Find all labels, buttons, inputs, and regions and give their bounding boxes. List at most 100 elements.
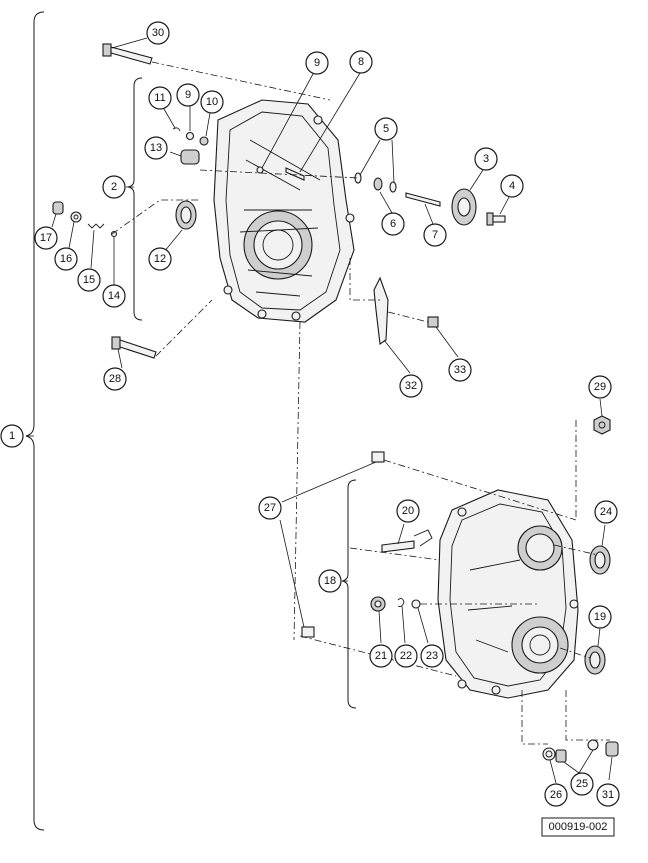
callout-label: 14 bbox=[108, 290, 120, 302]
callout-1: 1 bbox=[0, 424, 24, 448]
callout-3: 3 bbox=[474, 147, 498, 171]
dowel-27-top bbox=[371, 451, 385, 463]
callout-28: 28 bbox=[103, 367, 127, 391]
callout-label: 32 bbox=[405, 380, 417, 392]
callout-9a: 9 bbox=[305, 51, 329, 75]
callout-29: 29 bbox=[588, 375, 612, 399]
callout-10: 10 bbox=[200, 90, 224, 114]
callout-8: 8 bbox=[349, 50, 373, 74]
callout-20: 20 bbox=[396, 499, 420, 523]
figure-id: 000919-002 bbox=[541, 817, 615, 837]
callout-33: 33 bbox=[448, 358, 472, 382]
callout-label: 20 bbox=[402, 505, 414, 517]
seal-21 bbox=[370, 596, 386, 612]
callout-label: 27 bbox=[264, 502, 276, 514]
callout-label: 19 bbox=[594, 611, 606, 623]
plug-13 bbox=[180, 149, 200, 165]
callout-23: 23 bbox=[420, 644, 444, 668]
ring-9 bbox=[185, 131, 264, 174]
bracket-32 bbox=[373, 276, 389, 345]
pin-8 bbox=[285, 167, 305, 181]
callout-26: 26 bbox=[544, 783, 568, 807]
callout-18: 18 bbox=[318, 569, 342, 593]
bolt-28 bbox=[111, 336, 157, 359]
leader-lines bbox=[26, 37, 613, 784]
brace-assembly-18 bbox=[341, 479, 357, 709]
callout-30: 30 bbox=[146, 21, 170, 45]
callout-label: 7 bbox=[432, 229, 438, 241]
callout-5: 5 bbox=[374, 117, 398, 141]
washer-16 bbox=[70, 211, 82, 223]
callout-22: 22 bbox=[394, 644, 418, 668]
callout-label: 18 bbox=[324, 575, 336, 587]
gear-3 bbox=[451, 188, 477, 226]
callout-label: 26 bbox=[550, 789, 562, 801]
callout-17: 17 bbox=[34, 226, 58, 250]
shaft-20 bbox=[381, 529, 433, 553]
callout-32: 32 bbox=[399, 374, 423, 398]
seal-12 bbox=[175, 200, 197, 230]
callout-13: 13 bbox=[144, 136, 168, 160]
callout-6: 6 bbox=[381, 212, 405, 236]
callout-label: 24 bbox=[600, 506, 612, 518]
seal-19 bbox=[584, 645, 606, 675]
callout-7: 7 bbox=[423, 223, 447, 247]
callout-label: 9 bbox=[314, 57, 320, 69]
callout-label: 16 bbox=[60, 253, 72, 265]
ball-14 bbox=[110, 230, 118, 238]
callout-label: 17 bbox=[40, 232, 52, 244]
callout-label: 5 bbox=[383, 123, 389, 135]
callout-15: 15 bbox=[77, 268, 101, 292]
figure-id-text: 000919-002 bbox=[549, 821, 608, 833]
callout-label: 25 bbox=[576, 778, 588, 790]
bolt-4 bbox=[486, 212, 506, 226]
washers-5-6 bbox=[354, 172, 397, 193]
seal-24 bbox=[589, 545, 611, 575]
callout-label: 30 bbox=[152, 27, 164, 39]
callout-label: 15 bbox=[83, 274, 95, 286]
callout-19: 19 bbox=[588, 605, 612, 629]
callout-label: 3 bbox=[483, 153, 489, 165]
washer-26 bbox=[542, 747, 556, 761]
plug-17 bbox=[52, 201, 64, 215]
washer-10 bbox=[199, 136, 209, 146]
callout-11: 11 bbox=[148, 86, 172, 110]
callout-label: 8 bbox=[358, 56, 364, 68]
plug-25 bbox=[555, 749, 567, 763]
dowel-27-bottom bbox=[301, 626, 315, 638]
callout-21: 21 bbox=[369, 644, 393, 668]
upper-housing bbox=[213, 99, 355, 323]
lower-housing bbox=[437, 489, 579, 699]
callout-label: 21 bbox=[375, 650, 387, 662]
clip-11 bbox=[172, 127, 181, 132]
callout-label: 33 bbox=[454, 364, 466, 376]
callout-12: 12 bbox=[148, 247, 172, 271]
callout-14: 14 bbox=[102, 284, 126, 308]
callout-4: 4 bbox=[500, 174, 524, 198]
callout-27: 27 bbox=[258, 496, 282, 520]
callout-24: 24 bbox=[594, 500, 618, 524]
washer-31a bbox=[587, 739, 599, 751]
callout-label: 10 bbox=[206, 96, 218, 108]
callout-label: 31 bbox=[602, 789, 614, 801]
washer-23 bbox=[411, 599, 421, 609]
callout-label: 12 bbox=[154, 253, 166, 265]
callout-label: 29 bbox=[594, 381, 606, 393]
brace-assembly-2 bbox=[127, 77, 143, 321]
brace-assembly-1 bbox=[25, 11, 45, 831]
spring-15 bbox=[87, 223, 105, 229]
callout-label: 23 bbox=[426, 650, 438, 662]
callout-2: 2 bbox=[102, 175, 126, 199]
clip-22 bbox=[397, 597, 405, 607]
callout-16: 16 bbox=[54, 247, 78, 271]
callout-25: 25 bbox=[570, 772, 594, 796]
callout-label: 2 bbox=[111, 181, 117, 193]
shaft-7 bbox=[405, 192, 441, 207]
callout-label: 11 bbox=[154, 92, 165, 104]
callout-label: 1 bbox=[9, 430, 15, 442]
callout-label: 13 bbox=[150, 142, 162, 154]
callout-9b: 9 bbox=[176, 83, 200, 107]
bolt-30 bbox=[102, 43, 153, 65]
callout-label: 22 bbox=[400, 650, 412, 662]
